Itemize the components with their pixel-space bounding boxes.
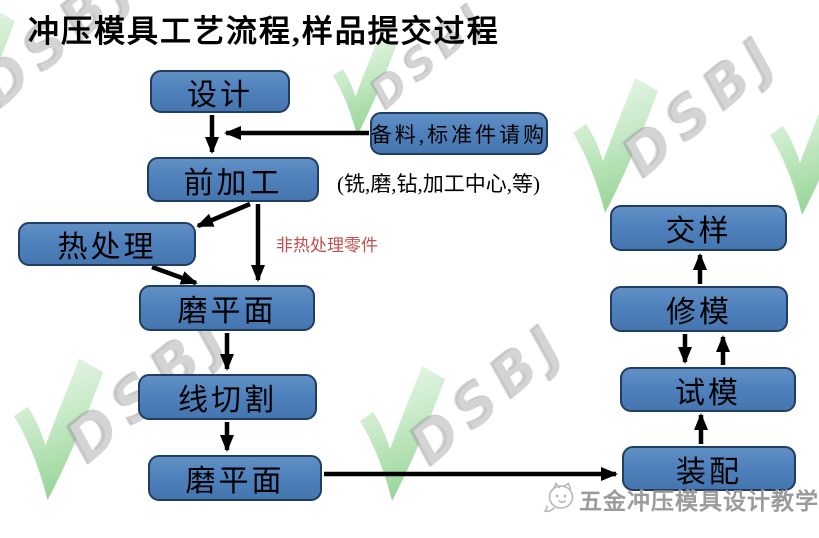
flow-node-label: 修模 xyxy=(666,296,732,329)
flow-arrow-heat-treatment-to-grind-flat-1 xyxy=(151,264,198,286)
flow-node-assembly: 装配 xyxy=(622,446,796,491)
non-heat-treated-note: 非热处理零件 xyxy=(276,236,378,255)
sketch-cat-logo-icon xyxy=(543,482,574,513)
flow-node-label: 线切割 xyxy=(178,384,277,417)
flow-node-label: 热处理 xyxy=(57,231,157,264)
flow-node-label: 磨平面 xyxy=(177,295,277,328)
footer-label: 五金冲压模具设计教学 xyxy=(579,487,819,514)
flow-node-heat-treatment: 热处理 xyxy=(18,222,196,266)
flow-node-design: 设计 xyxy=(150,70,290,113)
flow-node-grind-flat-1: 磨平面 xyxy=(139,285,315,331)
flow-node-label: 备料,标准件请购 xyxy=(370,122,548,147)
flow-node-label: 装配 xyxy=(676,455,742,489)
flow-node-label: 设计 xyxy=(187,78,253,112)
flow-arrow-pre-machining-to-heat-treatment xyxy=(196,201,251,229)
page-title: 冲压模具工艺流程,样品提交过程 xyxy=(28,14,500,49)
flow-node-sample-submit: 交样 xyxy=(610,205,787,251)
machining-methods-note: (铣,磨,钻,加工中心,等) xyxy=(337,172,540,196)
flow-node-mold-trial: 试模 xyxy=(620,367,796,412)
footer-watermark: 五金冲压模具设计教学 xyxy=(540,481,819,516)
flow-node-label: 前加工 xyxy=(183,166,283,200)
flow-node-mold-repair: 修模 xyxy=(610,286,788,332)
flow-node-label: 试模 xyxy=(675,376,741,410)
flow-node-wire-cutting: 线切割 xyxy=(138,374,317,420)
flow-node-label: 交样 xyxy=(665,215,732,248)
flow-node-grind-flat-2: 磨平面 xyxy=(148,455,322,501)
flow-node-pre-machining: 前加工 xyxy=(147,157,319,202)
flow-node-label: 磨平面 xyxy=(185,465,285,498)
flow-node-material-req: 备料,标准件请购 xyxy=(370,112,548,155)
